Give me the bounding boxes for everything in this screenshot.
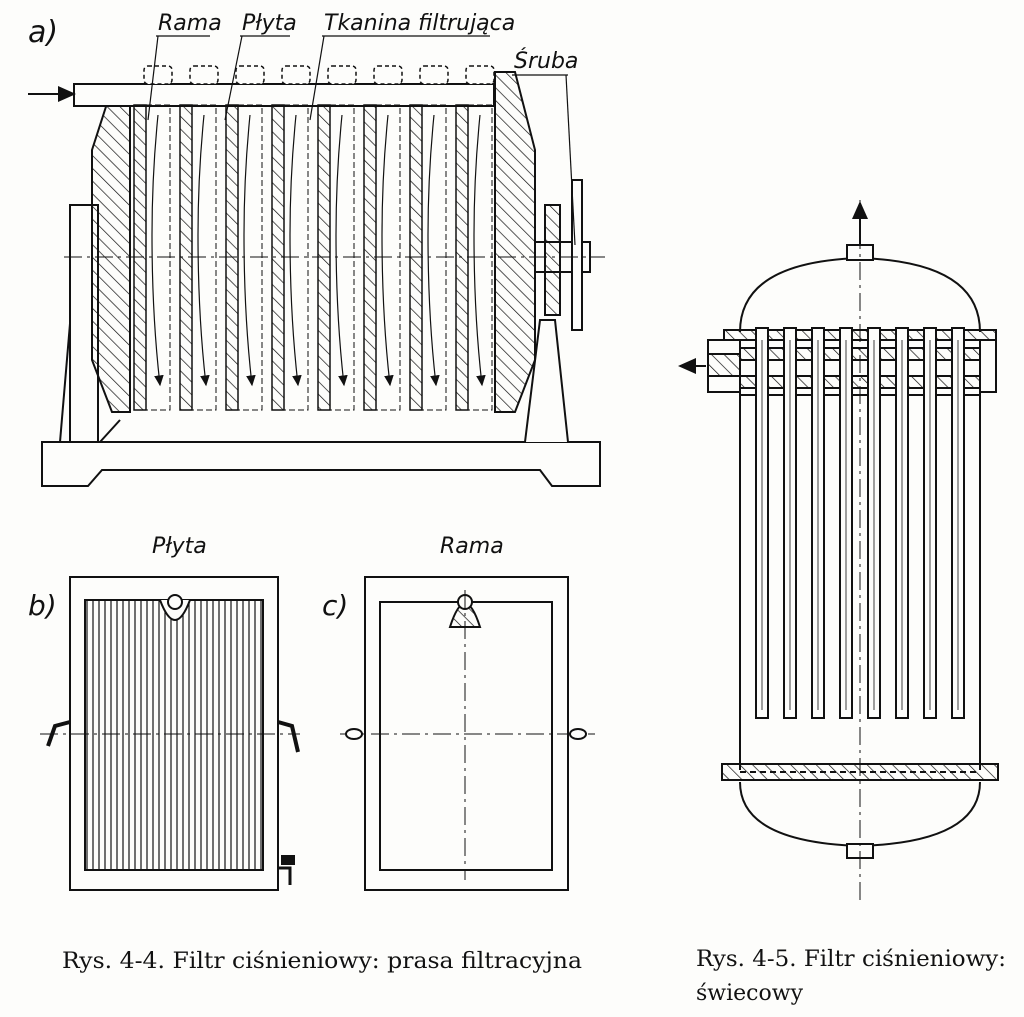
press-frame-lug bbox=[281, 65, 311, 85]
screw-label: Śruba bbox=[514, 48, 578, 74]
press-frame-lug bbox=[235, 65, 265, 85]
plate-drawing bbox=[40, 576, 300, 891]
press-plate bbox=[179, 104, 193, 411]
press-frame bbox=[467, 104, 493, 411]
plate-label: Płyta bbox=[242, 11, 297, 36]
press-frame bbox=[375, 104, 401, 411]
filter-press-drawing bbox=[28, 71, 605, 487]
press-frame bbox=[145, 104, 171, 411]
flow-arrow bbox=[289, 114, 302, 387]
plate-title: Płyta bbox=[152, 534, 207, 559]
label-leaders bbox=[147, 35, 576, 246]
press-frame bbox=[191, 104, 217, 411]
caption-candle-filter-line2: świecowy bbox=[696, 981, 804, 1006]
panel-c-label: c) bbox=[322, 589, 348, 622]
panel-a-label: a) bbox=[28, 15, 58, 50]
press-plate bbox=[133, 104, 147, 411]
press-frame-lug bbox=[373, 65, 403, 85]
flow-arrow bbox=[473, 114, 486, 387]
press-plate bbox=[271, 104, 285, 411]
press-plate bbox=[225, 104, 239, 411]
press-frame-lug bbox=[327, 65, 357, 85]
press-plate bbox=[363, 104, 377, 411]
press-frame-lug bbox=[465, 65, 495, 85]
press-frame bbox=[329, 104, 355, 411]
flow-arrow bbox=[381, 114, 394, 387]
press-frame-lug bbox=[189, 65, 219, 85]
caption-candle-filter-line1: Rys. 4-5. Filtr ciśnieniowy: bbox=[696, 947, 1006, 972]
panel-b-label: b) bbox=[28, 589, 57, 622]
caption-filter-press: Rys. 4-4. Filtr ciśnieniowy: prasa filtr… bbox=[62, 949, 582, 974]
press-plate bbox=[455, 104, 469, 411]
flow-arrow bbox=[197, 114, 210, 387]
filter-cloth-label: Tkanina filtrująca bbox=[324, 11, 515, 36]
press-frame bbox=[237, 104, 263, 411]
press-frame-lug bbox=[143, 65, 173, 85]
filter-candles bbox=[755, 327, 965, 719]
press-plate bbox=[317, 104, 331, 411]
candle-filter-drawing bbox=[678, 200, 999, 905]
press-frame bbox=[283, 104, 309, 411]
press-plate bbox=[409, 104, 423, 411]
frame-label: Rama bbox=[158, 11, 222, 36]
flow-arrow bbox=[427, 114, 440, 387]
flow-arrow bbox=[335, 114, 348, 387]
flow-arrow bbox=[243, 114, 256, 387]
flow-arrow bbox=[151, 114, 164, 387]
press-plates bbox=[133, 65, 495, 411]
frame-drawing bbox=[340, 576, 595, 891]
frame-title: Rama bbox=[440, 534, 504, 559]
press-frame-lug bbox=[419, 65, 449, 85]
press-frame bbox=[421, 104, 447, 411]
